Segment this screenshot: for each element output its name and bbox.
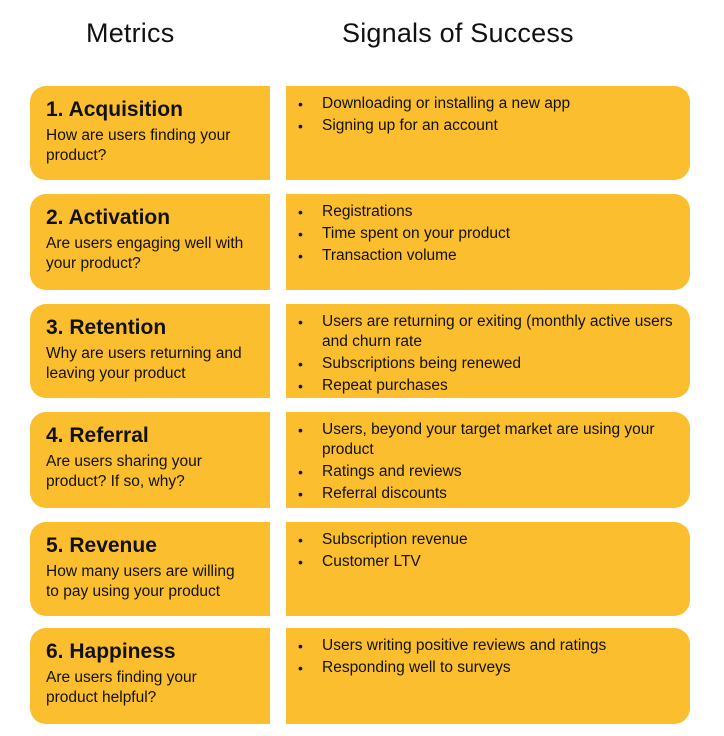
signal-item: Time spent on your product bbox=[298, 224, 678, 244]
metric-row-retention: 3. Retention Why are users returning and… bbox=[0, 304, 724, 398]
metric-title: 4. Referral bbox=[46, 424, 149, 447]
metrics-column-header: Metrics bbox=[86, 18, 175, 48]
metric-row-activation: 2. Activation Are users engaging well wi… bbox=[0, 194, 724, 290]
signal-item: Signing up for an account bbox=[298, 116, 678, 136]
signal-item: Users are returning or exiting (monthly … bbox=[298, 312, 678, 352]
signal-item: Subscriptions being renewed bbox=[298, 354, 678, 374]
signal-list: Users, beyond your target market are usi… bbox=[298, 420, 678, 504]
metric-description: Are users engaging well with your produc… bbox=[46, 235, 244, 272]
metric-description: Are users sharing your product? If so, w… bbox=[46, 453, 202, 490]
metric-description: Why are users returning and leaving your… bbox=[46, 345, 242, 382]
metric-row-happiness: 6. Happiness Are users finding your prod… bbox=[0, 628, 724, 724]
signal-box: Users, beyond your target market are usi… bbox=[286, 412, 690, 508]
metric-row-acquisition: 1. Acquisition How are users finding you… bbox=[0, 86, 724, 180]
metric-title: 6. Happiness bbox=[46, 640, 176, 663]
metric-title: 5. Revenue bbox=[46, 534, 157, 557]
metric-description: Are users finding your product helpful? bbox=[46, 669, 197, 706]
metric-description: How are users finding your product? bbox=[46, 127, 231, 164]
signal-item: Users, beyond your target market are usi… bbox=[298, 420, 678, 460]
signal-item: Subscription revenue bbox=[298, 530, 678, 550]
signal-list: Downloading or installing a new app Sign… bbox=[298, 94, 678, 136]
metric-box: 5. Revenue How many users are willing to… bbox=[30, 522, 270, 616]
signal-item: Transaction volume bbox=[298, 246, 678, 266]
signal-item: Repeat purchases bbox=[298, 376, 678, 396]
signal-box: Users are returning or exiting (monthly … bbox=[286, 304, 690, 398]
signal-list: Users writing positive reviews and ratin… bbox=[298, 636, 678, 678]
signal-item: Registrations bbox=[298, 202, 678, 222]
signal-item: Users writing positive reviews and ratin… bbox=[298, 636, 678, 656]
metric-box: 6. Happiness Are users finding your prod… bbox=[30, 628, 270, 724]
signal-box: Subscription revenue Customer LTV bbox=[286, 522, 690, 616]
metric-box: 4. Referral Are users sharing your produ… bbox=[30, 412, 270, 508]
metric-title: 2. Activation bbox=[46, 206, 171, 229]
signal-list: Subscription revenue Customer LTV bbox=[298, 530, 678, 572]
metric-title: 1. Acquisition bbox=[46, 98, 183, 121]
metric-box: 3. Retention Why are users returning and… bbox=[30, 304, 270, 398]
signal-item: Ratings and reviews bbox=[298, 462, 678, 482]
signal-box: Users writing positive reviews and ratin… bbox=[286, 628, 690, 724]
signal-item: Downloading or installing a new app bbox=[298, 94, 678, 114]
signal-box: Registrations Time spent on your product… bbox=[286, 194, 690, 290]
signal-item: Referral discounts bbox=[298, 484, 678, 504]
signal-box: Downloading or installing a new app Sign… bbox=[286, 86, 690, 180]
signal-list: Registrations Time spent on your product… bbox=[298, 202, 678, 266]
signal-list: Users are returning or exiting (monthly … bbox=[298, 312, 678, 396]
metric-title: 3. Retention bbox=[46, 316, 167, 339]
metric-box: 2. Activation Are users engaging well wi… bbox=[30, 194, 270, 290]
metric-row-referral: 4. Referral Are users sharing your produ… bbox=[0, 412, 724, 508]
signal-item: Responding well to surveys bbox=[298, 658, 678, 678]
metric-description: How many users are willing to pay using … bbox=[46, 563, 235, 600]
metric-row-revenue: 5. Revenue How many users are willing to… bbox=[0, 522, 724, 616]
metric-box: 1. Acquisition How are users finding you… bbox=[30, 86, 270, 180]
signal-item: Customer LTV bbox=[298, 552, 678, 572]
signals-column-header: Signals of Success bbox=[342, 18, 574, 48]
